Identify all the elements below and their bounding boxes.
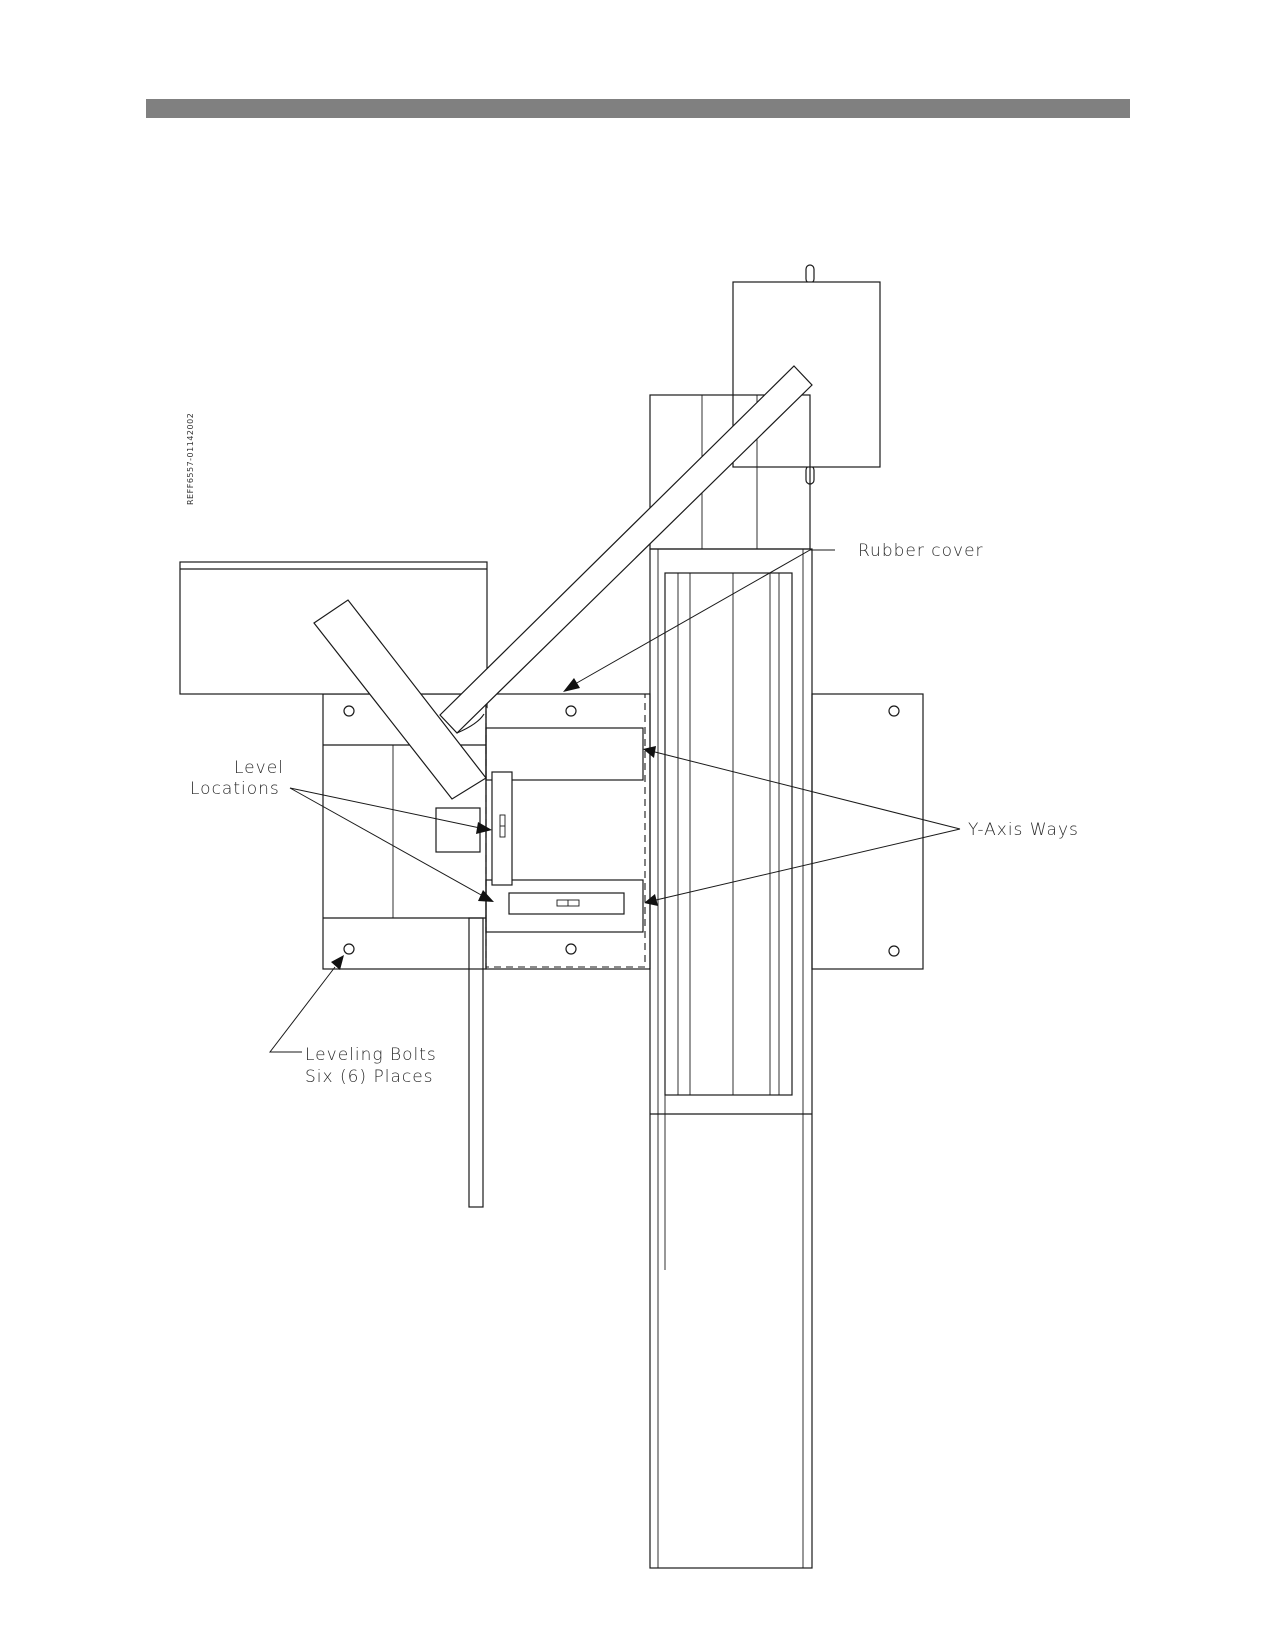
callout-leveling-bolts: Leveling Bolts	[305, 1045, 437, 1065]
callout-rubber-cover: Rubber cover	[858, 541, 984, 561]
vertical-level	[491, 771, 513, 886]
diagonal-arm-short	[313, 599, 487, 800]
header-bar	[146, 99, 1130, 118]
leader-level-locations	[289, 787, 494, 902]
horizontal-level	[508, 892, 625, 915]
drawing-reference-id: REFF6557-01142002	[186, 413, 195, 505]
leveling-bolt	[343, 943, 355, 955]
leader-leveling-bolts	[268, 955, 344, 1053]
saddle-table	[485, 693, 651, 970]
leveling-bolt	[565, 705, 577, 717]
leveling-bolt	[888, 945, 900, 957]
right-base-plate	[811, 693, 924, 970]
leader-rubber-cover	[563, 549, 835, 692]
y-axis-column	[649, 394, 813, 1569]
leveling-bolt	[343, 705, 355, 717]
leveling-bolt	[565, 943, 577, 955]
motor-housing	[732, 264, 881, 485]
callout-six-places: Six (6) Places	[305, 1067, 434, 1087]
callout-level: Level	[234, 758, 284, 778]
leader-y-axis-ways	[643, 746, 961, 906]
callout-y-axis-ways: Y-Axis Ways	[968, 820, 1079, 840]
leveling-bolt	[888, 705, 900, 717]
callout-locations: Locations	[190, 779, 280, 799]
